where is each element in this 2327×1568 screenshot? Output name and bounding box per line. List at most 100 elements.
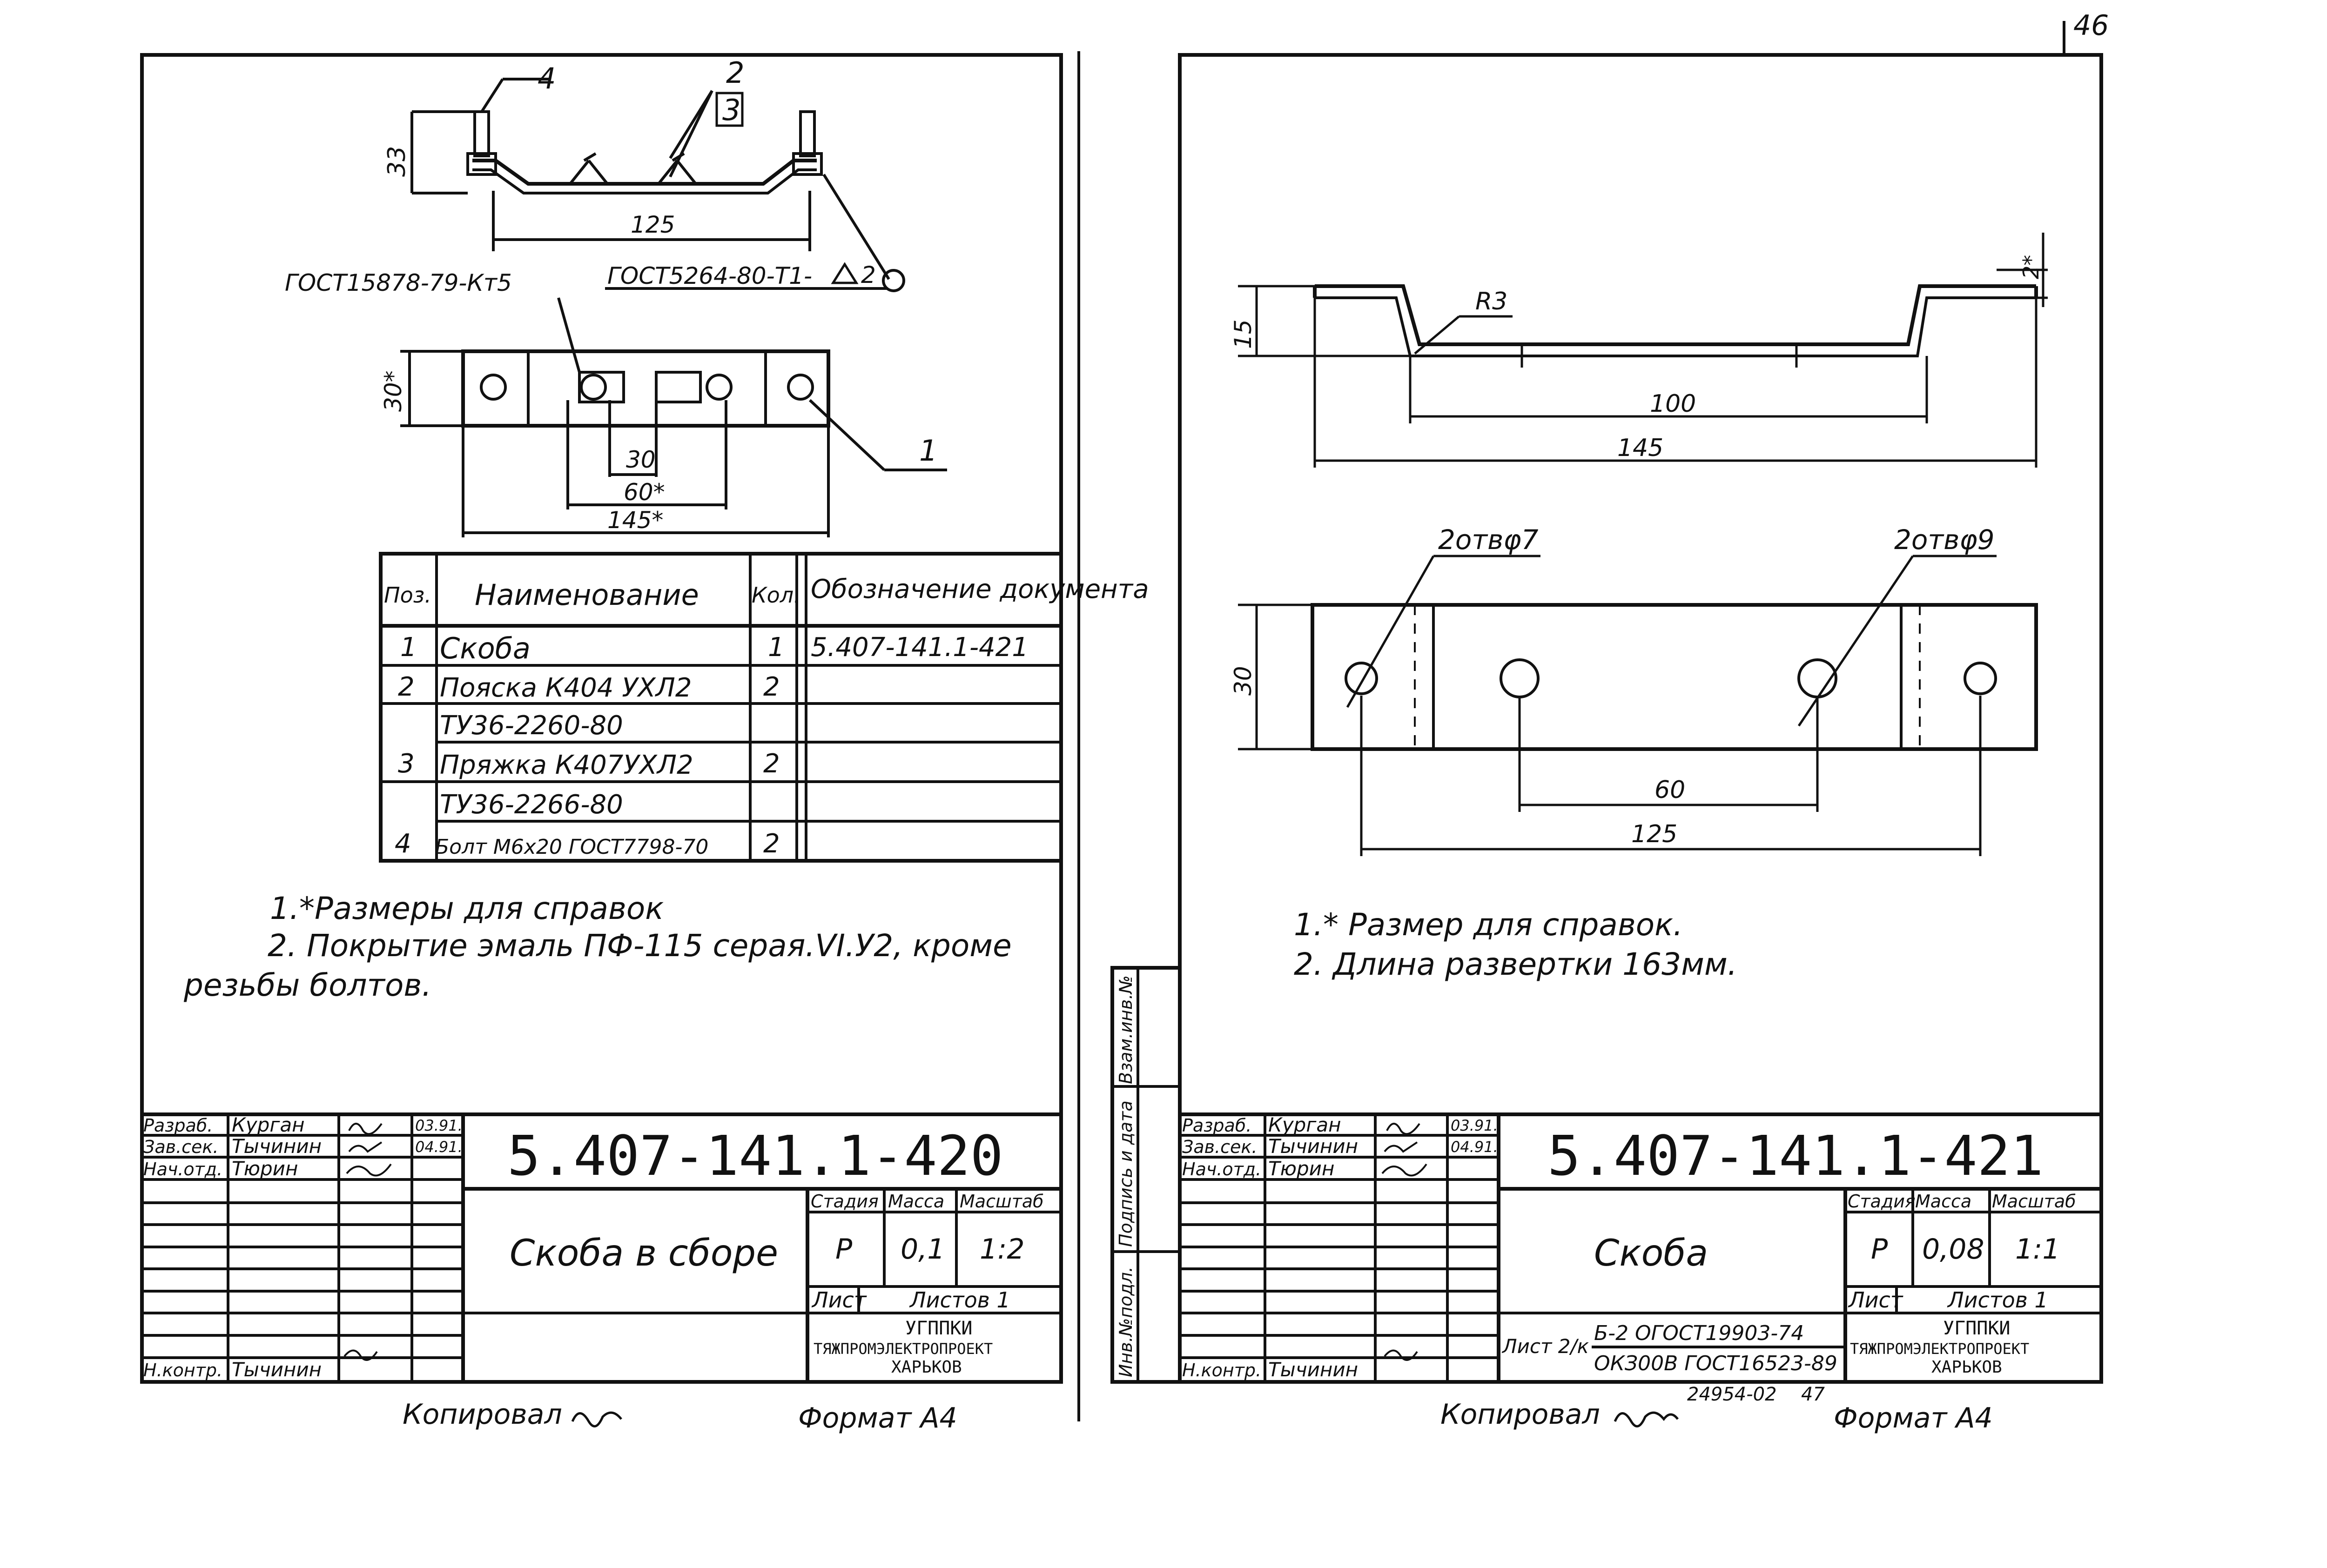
dim-125-right: 125 [1631, 820, 1677, 848]
callout-pos2: 2 [726, 56, 744, 90]
right-org-1: УГППКИ [1943, 1318, 2011, 1339]
spec-row2-name: Пояс­ка К404 УХЛ2 [440, 673, 692, 703]
dim-length-125: 125 [631, 211, 675, 238]
left-title-block [142, 1112, 1061, 1382]
spec-row3-name: ТУ36-2260-80 [440, 710, 623, 741]
callout-pos3-box [715, 92, 744, 127]
left-role-1: Разраб. [143, 1115, 213, 1136]
page-number: 46 [2073, 9, 2109, 42]
spec-row1-name: Скоба [440, 631, 531, 665]
dim-100: 100 [1650, 390, 1696, 418]
right-material-2: ОКЗ00В ГОСТ16523-89 [1594, 1352, 1837, 1375]
side-stamp-3: Инв.№подл. [1116, 1266, 1136, 1377]
bracket-side-dims [1238, 233, 2048, 468]
radius-r3: R3 [1475, 288, 1507, 315]
left-note-1: 1.*Размеры для справок [270, 891, 664, 926]
bracket-side-view [1313, 284, 2038, 357]
left-name-1: Курган [232, 1113, 305, 1136]
right-format: Формат А4 [1834, 1402, 1993, 1434]
right-org-3: ХАРЬКОВ [1931, 1358, 2002, 1377]
spec-row5-name: ТУ36-2266-80 [440, 790, 623, 820]
spec-row4-name: Пряжка К407УХЛ2 [440, 750, 693, 780]
left-note-2: 2. Покрытие эмаль ПФ-115 серая.VI.У2, кр… [268, 928, 1012, 964]
left-sheet: 4 2 3 33 125 ГОСТ5264-80-Т1- 2 ГОСТ15878… [140, 51, 1149, 1434]
left-org-1: УГППКИ [905, 1318, 973, 1339]
dim-15: 15 [1230, 319, 1257, 349]
spec-row6-qty: 2 [763, 829, 780, 859]
right-scale: 1:1 [2015, 1233, 2060, 1266]
side-stamp-2: Подпись и дата [1116, 1100, 1136, 1247]
right-copied: Копировал [1440, 1398, 1600, 1431]
right-material-prefix: Лист 2/к [1501, 1335, 1589, 1358]
dim-2: 2* [2018, 255, 2044, 279]
right-title-block [1180, 1112, 2101, 1382]
right-sheets-label: Листов 1 [1947, 1287, 2048, 1313]
bracket-plan-view [1311, 603, 2038, 751]
right-date-1: 03.91. [1451, 1117, 1498, 1134]
weld-triangle-icon [831, 262, 859, 284]
right-sheet-frame [1178, 53, 2103, 1384]
assembly-side-view [410, 78, 905, 292]
dim-30-right: 30 [1230, 666, 1257, 696]
left-note-3: резьбы болтов. [183, 967, 431, 1003]
left-mass: 0,1 [901, 1233, 945, 1266]
right-material-1: Б-2 ОГОСТ19903-74 [1594, 1321, 1804, 1345]
spec-header-pos: Поз. [384, 583, 431, 608]
left-control-name: Тычинин [232, 1358, 322, 1381]
left-stage-label: Стадия [811, 1191, 879, 1212]
right-scale-label: Масштаб [1992, 1191, 2076, 1212]
hole-callout-9: 2отвφ9 [1894, 524, 1995, 556]
right-mass: 0,08 [1922, 1233, 1984, 1266]
right-stage-label: Стадия [1848, 1191, 1916, 1212]
spec-row6-name: Болт М6х20 ГОСТ7798-70 [435, 835, 708, 859]
dim-height-33: 33 [383, 146, 411, 177]
left-name-2: Тычинин [232, 1135, 322, 1158]
right-sheet: 46 15 R3 2* 100 [1110, 9, 2109, 1434]
left-stage: Р [835, 1233, 853, 1266]
right-control-name: Тычинин [1268, 1358, 1358, 1381]
spec-table [379, 552, 1063, 863]
hole-callout-7: 2отвφ7 [1438, 524, 1539, 556]
spec-row1-doc: 5.407-141.1-421 [811, 632, 1029, 663]
left-name-3: Тюрин [232, 1157, 298, 1180]
right-name-3: Тюрин [1268, 1157, 1334, 1180]
left-mass-label: Масса [888, 1191, 944, 1212]
dim-60-right: 60 [1654, 776, 1685, 804]
weld-size: 2 [861, 261, 876, 288]
left-date-2: 04.91. [415, 1138, 463, 1156]
right-note-2: 2. Длина развертки 163мм. [1294, 946, 1737, 982]
left-sheets-label: Листов 1 [909, 1287, 1010, 1313]
right-note-1: 1.* Размер для справок. [1294, 907, 1683, 943]
right-name-2: Тычинин [1268, 1135, 1358, 1158]
left-designation: 5.407-141.1-420 [507, 1124, 1003, 1188]
right-org-2: ТЯЖПРОМЭЛЕКТРОПРОЕКТ [1850, 1340, 2029, 1358]
left-copier-signature [571, 1411, 622, 1427]
side-stamp-column [1110, 966, 1182, 1384]
bracket-plan-dims [1238, 555, 1997, 856]
left-org-2: ТЯЖПРОМЭЛЕКТРОПРОЕКТ [814, 1340, 993, 1358]
right-role-3: Нач.отд. [1182, 1159, 1261, 1179]
spec-row1-pos: 1 [400, 632, 417, 663]
spec-row1-qty: 1 [768, 632, 785, 663]
callout-pos3: 3 [722, 93, 740, 127]
left-control-role: Н.контр. [143, 1360, 222, 1380]
left-format: Формат А4 [798, 1402, 957, 1434]
spec-row2-qty: 2 [763, 672, 780, 702]
right-name-1: Курган [1268, 1113, 1341, 1136]
right-mass-label: Масса [1915, 1191, 1971, 1212]
right-role-2: Зав.сек. [1182, 1137, 1257, 1157]
spec-header-doc: Обозначение документа [811, 574, 1149, 604]
right-signatures [1381, 1123, 1427, 1361]
dim-145-right: 145 [1617, 434, 1663, 462]
spec-header-name: Наименование [475, 578, 699, 612]
assembly-plan-view [400, 297, 947, 537]
right-date-2: 04.91. [1451, 1138, 1498, 1156]
spec-row4-qty: 2 [763, 749, 780, 779]
right-role-1: Разраб. [1182, 1115, 1251, 1136]
left-title: Скоба в сборе [510, 1233, 778, 1274]
strap-note: ГОСТ15878-79-Кт5 [285, 269, 512, 296]
dim-60: 60* [624, 479, 665, 506]
left-date-1: 03.91. [415, 1117, 463, 1134]
dim-30: 30 [626, 446, 656, 473]
